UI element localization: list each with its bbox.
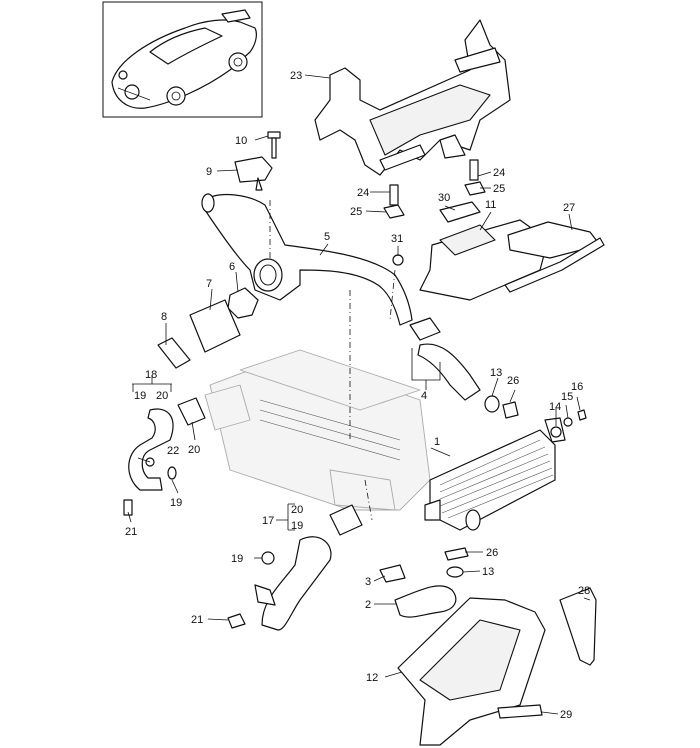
lower-intake-assembly: [379, 564, 597, 746]
callout-26-upper: 26: [507, 375, 519, 387]
callout-20-upper: 20: [156, 390, 168, 402]
callout-11: 11: [485, 199, 496, 211]
callout-18: 18: [145, 369, 157, 381]
hose-right: [409, 317, 481, 401]
callout-31: 31: [391, 233, 403, 245]
callout-26-lower: 26: [486, 547, 498, 559]
hose-and-clamps-left: [157, 287, 259, 369]
callout-10: 10: [235, 135, 247, 147]
sensor-and-bolt: [234, 131, 281, 191]
callout-19-lower: 19: [291, 520, 303, 532]
callout-14: 14: [549, 401, 561, 413]
hose-assembly-lower: [227, 504, 363, 631]
callout-13-upper: 13: [490, 367, 502, 379]
callout-22: 22: [167, 445, 179, 457]
callout-1: 1: [434, 436, 440, 448]
callout-19-ring: 19: [170, 497, 182, 509]
callout-19-upper: 19: [134, 390, 146, 402]
reference-lines: [269, 200, 396, 521]
callout-8: 8: [161, 311, 167, 323]
callout-17: 17: [262, 515, 274, 527]
callout-9: 9: [206, 166, 212, 178]
callout-27: 27: [563, 202, 575, 214]
callout-20-lower: 20: [291, 504, 303, 516]
callout-12: 12: [366, 672, 378, 684]
hose-assembly-upper-left: [123, 397, 206, 516]
air-intake-housing-upper: [383, 159, 605, 301]
callout-30: 30: [438, 192, 450, 204]
callout-28: 28: [578, 585, 590, 597]
callout-25-left: 25: [350, 206, 362, 218]
callout-13-lower: 13: [482, 566, 494, 578]
callout-20-clamp: 20: [188, 444, 200, 456]
callout-15: 15: [561, 391, 573, 403]
callout-labels: 10 9 23 5 6 7 8 18 19 20 20 22 19 21 4 1…: [125, 70, 590, 721]
callout-24-right: 24: [493, 167, 505, 179]
callout-21-upper: 21: [125, 526, 137, 538]
callout-21-lower: 21: [191, 614, 203, 626]
callout-2: 2: [365, 599, 371, 611]
callout-7: 7: [206, 278, 212, 290]
vehicle-thumbnail: [102, 1, 263, 118]
leader-lines: [127, 74, 591, 715]
callout-4: 4: [421, 390, 427, 402]
air-distribution-pipe: [201, 193, 413, 326]
intercooler: [424, 417, 566, 531]
callout-3: 3: [365, 576, 371, 588]
callout-29: 29: [560, 709, 572, 721]
support-bracket: [314, 19, 511, 176]
callout-25-right: 25: [493, 183, 505, 195]
callout-6: 6: [229, 261, 235, 273]
callout-24-left: 24: [357, 187, 369, 199]
callout-19-ring-lower: 19: [231, 553, 243, 565]
vehicle-thumbnail-icon: [111, 9, 257, 109]
callout-5: 5: [324, 231, 330, 243]
charge-air-housing-background: [204, 349, 431, 511]
callout-23: 23: [290, 70, 302, 82]
callout-16: 16: [571, 381, 583, 393]
